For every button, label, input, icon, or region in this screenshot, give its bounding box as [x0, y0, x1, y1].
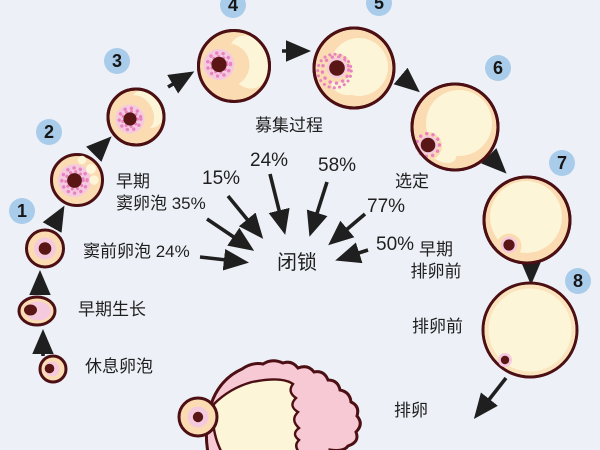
label-early-growth: 早期生长: [78, 300, 146, 319]
stage-badge-4: 4: [220, 0, 246, 18]
label-early-antral-follicle: 早期 窦卵泡 35%: [116, 171, 206, 215]
stage-badge-3: 3: [104, 48, 130, 74]
stage7-early-preovulatory-follicle: [482, 175, 572, 265]
stage-badge-5: 5: [366, 0, 392, 16]
label-early-preovulatory-line1: 早期: [419, 240, 453, 259]
stage2-early-antral-follicle: [50, 153, 104, 207]
label-early-antral-line1: 早期: [116, 172, 150, 191]
stage8-preovulatory-follicle: [481, 281, 579, 379]
label-preovulatory: 排卵前: [412, 317, 463, 336]
early-growth-follicle-illustration: [17, 295, 57, 327]
atresia-arrows: [199, 173, 369, 271]
stage3-antral-follicle: [106, 87, 166, 147]
label-early-preovulatory-line2: 排卵前: [410, 262, 462, 281]
resting-follicle-illustration: [38, 354, 68, 384]
atresia-percentage-15: 15%: [202, 168, 241, 189]
stage-badge-1: 1: [9, 198, 35, 224]
stage4-antral-follicle: [197, 29, 271, 103]
label-early-antral-line2: 窦卵泡 35%: [116, 194, 206, 213]
growth-sequence-arrows: [29, 40, 542, 419]
label-preantral-follicle: 窦前卵泡 24%: [83, 242, 190, 261]
stage-badge-2: 2: [36, 119, 62, 145]
stage-badge-8: 8: [565, 268, 591, 294]
label-ovulation: 排卵: [394, 401, 428, 420]
stage5-antral-follicle: [312, 26, 396, 110]
label-atresia: 闭锁: [277, 252, 317, 274]
label-early-preovulatory: 早期 排卵前: [408, 239, 464, 283]
stage-badge-7: 7: [549, 150, 575, 176]
atresia-percentage-77: 77%: [367, 196, 406, 217]
atresia-percentage-58: 58%: [318, 155, 357, 176]
ovulating-follicle-illustration: [177, 359, 362, 450]
label-resting-follicle: 休息卵泡: [85, 357, 153, 376]
label-recruitment: 募集过程: [255, 116, 323, 135]
atresia-percentage-24: 24%: [250, 150, 289, 171]
stage6-selected-follicle: [410, 82, 500, 172]
label-selection: 选定: [395, 172, 429, 191]
atresia-percentage-50: 50%: [376, 234, 415, 255]
stage1-preantral-follicle: [25, 228, 65, 269]
stage-badge-6: 6: [485, 55, 511, 81]
